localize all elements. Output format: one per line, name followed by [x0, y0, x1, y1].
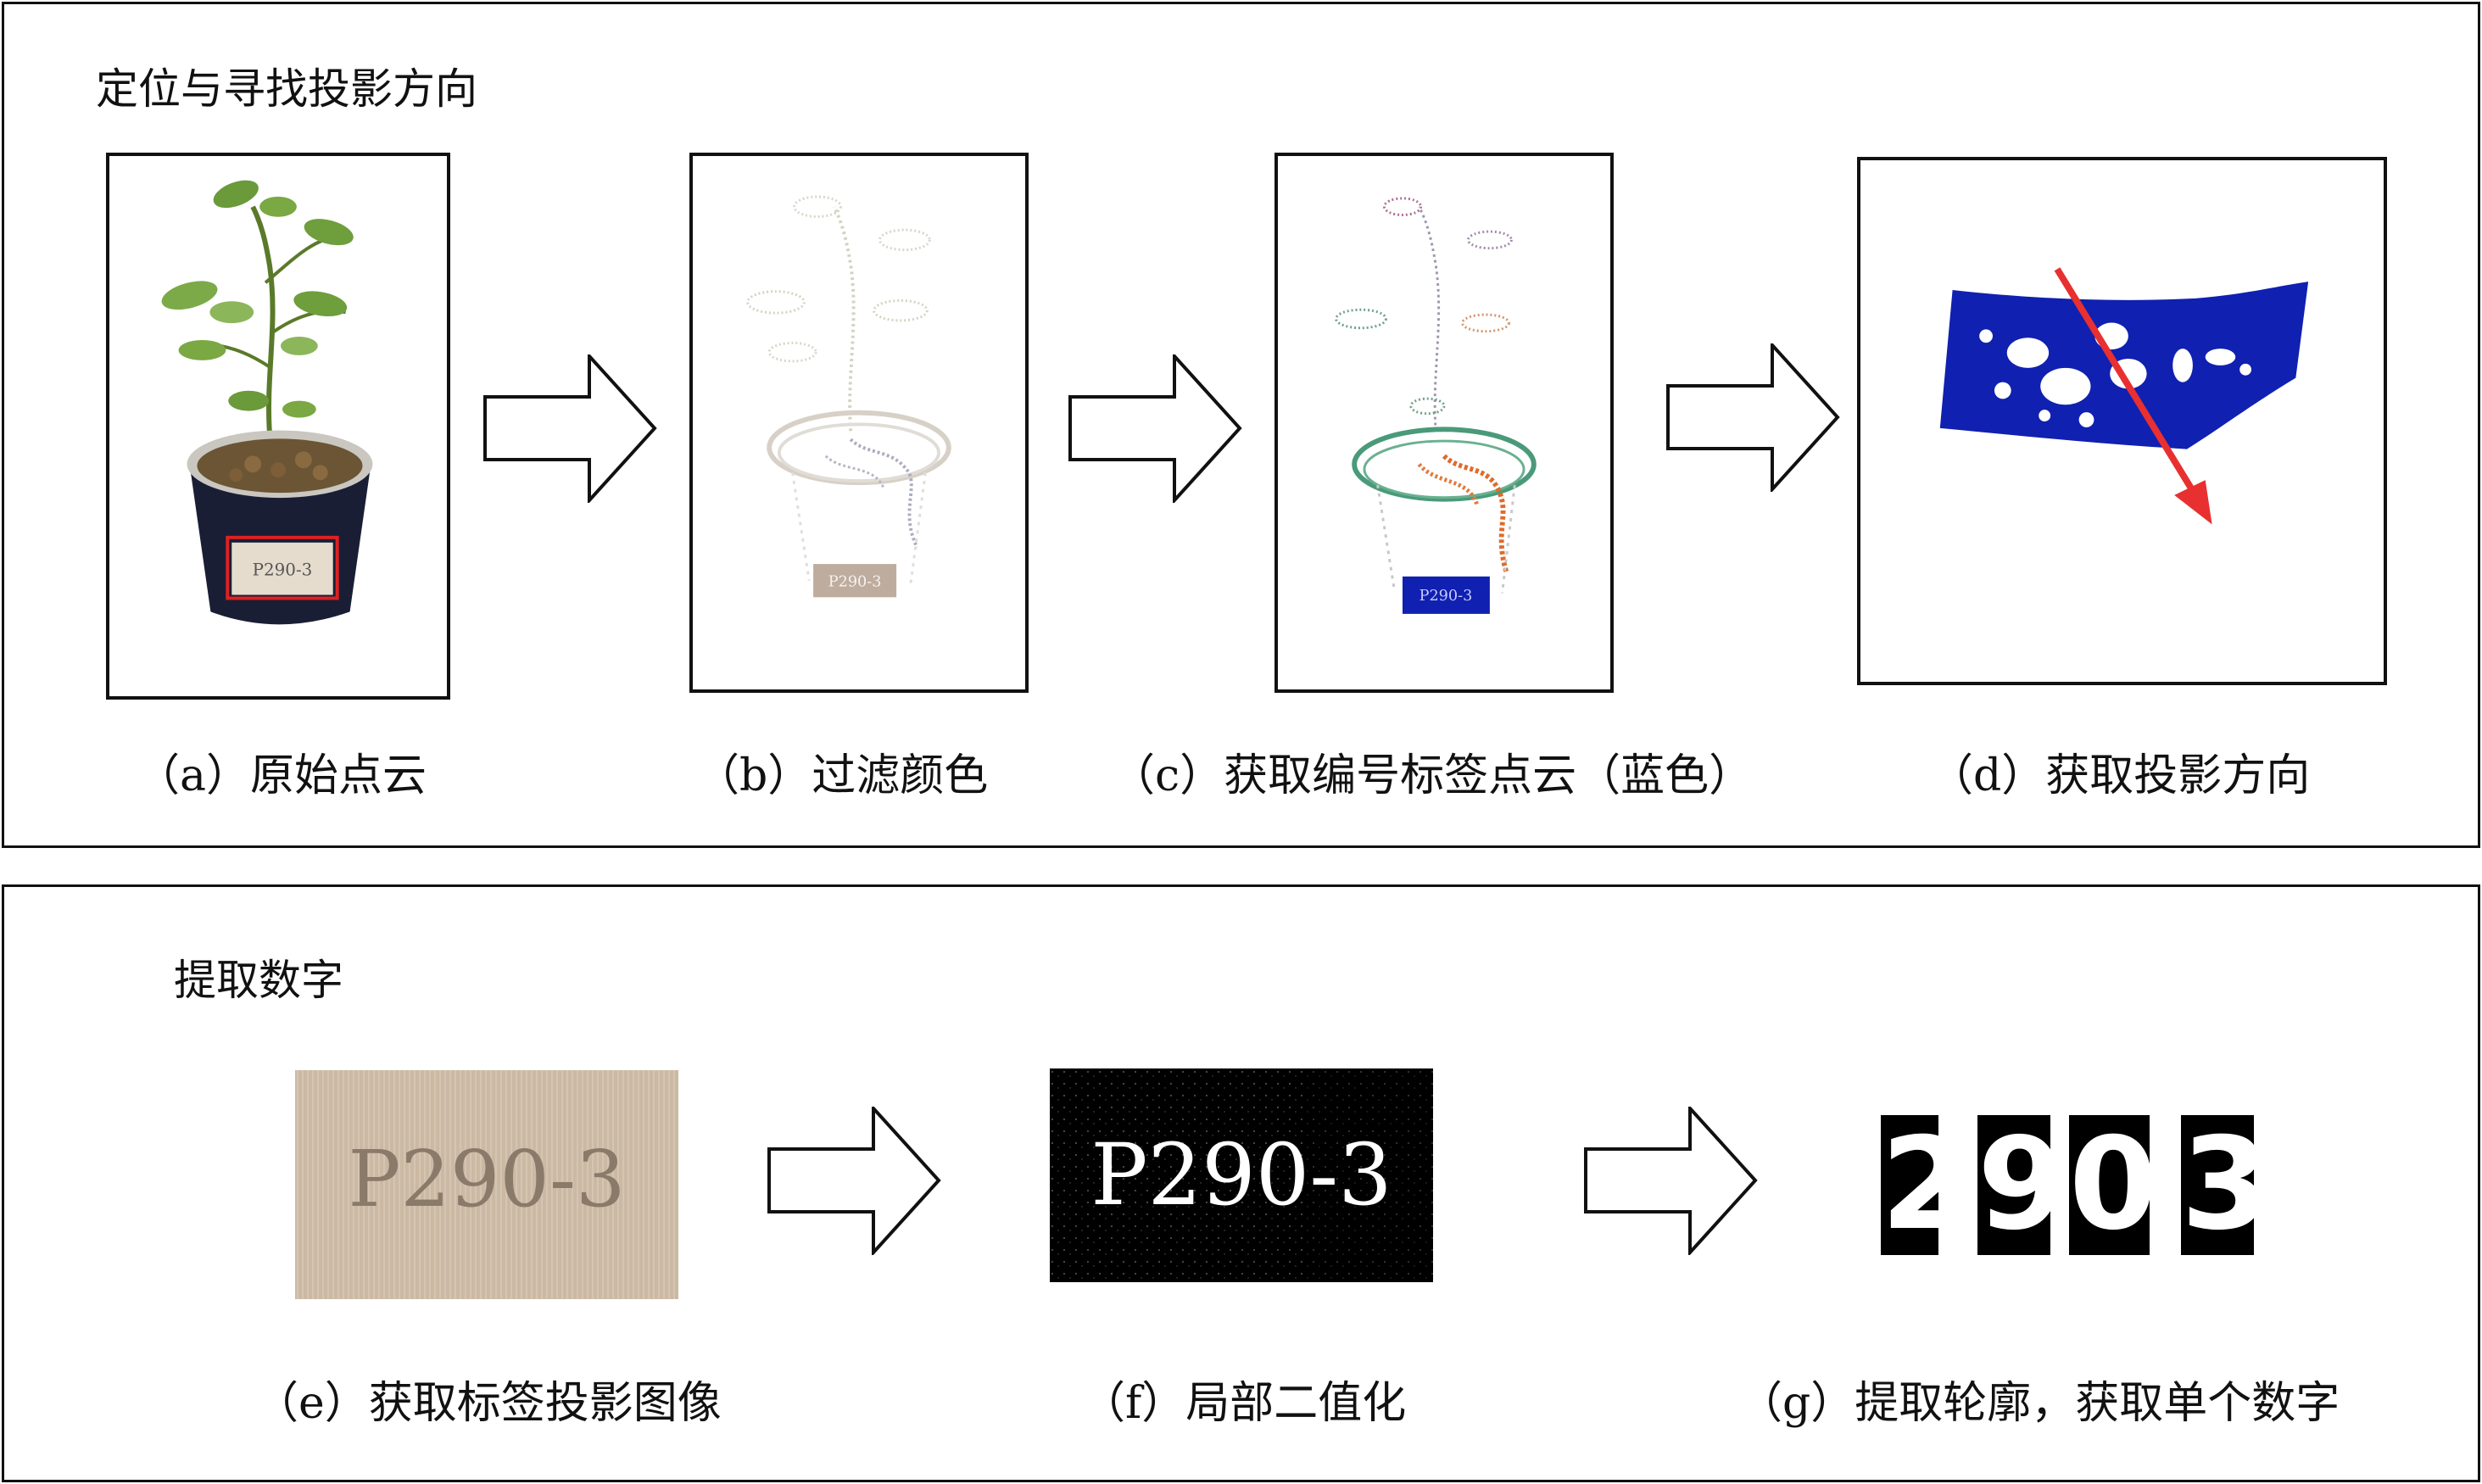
digit-3: 0	[2069, 1115, 2150, 1255]
caption-d: （d）获取投影方向	[1929, 750, 2311, 801]
arrow-a-to-b	[483, 354, 657, 503]
pot-label-text: P290-3	[253, 561, 313, 580]
caption-b: （b）过滤颜色	[695, 750, 989, 801]
projection-direction-image	[1939, 267, 2309, 525]
digit-box-3: 0	[2069, 1115, 2150, 1255]
caption-e: （e）获取标签投影图像	[254, 1378, 722, 1429]
frame-filtered-cloud: P290-3	[689, 153, 1029, 693]
caption-f: （f）局部二值化	[1081, 1378, 1407, 1429]
frame-original-cloud: P290-3	[106, 153, 450, 700]
digit-box-2: 9	[1977, 1115, 2050, 1255]
caption-a: （a）原始点云	[136, 750, 427, 801]
label-highlight-box	[226, 535, 339, 600]
frame-label-cloud: P290-3	[1274, 153, 1614, 693]
frame-projection-direction	[1857, 157, 2387, 685]
arrow-f-to-g	[1584, 1107, 1758, 1255]
top-panel-title: 定位与寻找投影方向	[96, 64, 477, 114]
digit-2: 9	[1977, 1115, 2050, 1255]
caption-g: （g）提取轮廓，获取单个数字	[1738, 1378, 2340, 1429]
plant-filtered-image: P290-3	[746, 195, 951, 598]
caption-c: （c）获取编号标签点云（蓝色）	[1111, 750, 1754, 801]
svg-text:P290-3: P290-3	[828, 574, 882, 591]
bottom-panel: 提取数字	[2, 884, 2480, 1482]
binarized-label-text: P290-3	[1090, 1125, 1392, 1225]
projection-arrow-head	[2174, 480, 2212, 525]
svg-text:P290-3: P290-3	[1419, 588, 1473, 605]
plant-original-image: P290-3	[161, 180, 373, 625]
projected-label-text: P290-3	[348, 1134, 625, 1225]
arrow-e-to-f	[767, 1107, 941, 1255]
arrow-b-to-c	[1068, 354, 1242, 503]
digit-box-1: 2	[1881, 1115, 1938, 1255]
plant-label-cloud-image: P290-3	[1335, 197, 1537, 614]
digit-1: 2	[1881, 1115, 1938, 1255]
bottom-panel-title: 提取数字	[174, 956, 343, 1005]
label-projection-image: P290-3	[295, 1070, 678, 1299]
digit-4: 3	[2181, 1115, 2254, 1255]
digit-box-4: 3	[2181, 1115, 2254, 1255]
arrow-c-to-d	[1666, 343, 1840, 492]
binarized-label-image: P290-3	[1050, 1068, 1433, 1282]
top-panel: 定位与寻找投影方向	[2, 2, 2480, 848]
